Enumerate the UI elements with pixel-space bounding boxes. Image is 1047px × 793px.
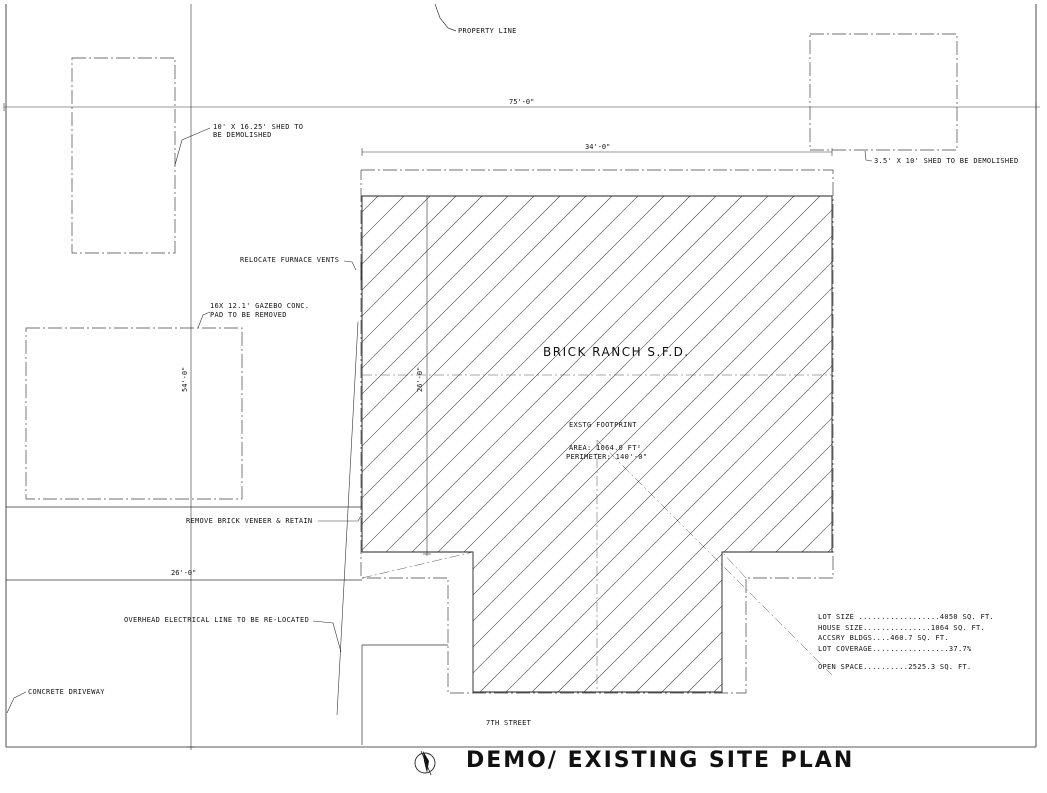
hatch-line (1000, 196, 1047, 692)
property-line-label: PROPERTY LINE (458, 27, 517, 35)
gazebo-label-line2: PAD TO BE REMOVED (210, 311, 287, 319)
lot-size: LOT SIZE ..................4050 SQ. FT. (818, 613, 995, 621)
hatch-line (362, 196, 717, 692)
shed-10x16 (71, 57, 176, 254)
hatch-line (362, 196, 587, 692)
hatch-line (362, 196, 639, 692)
house-label: BRICK RANCH S.F.D. (543, 345, 690, 359)
furnace-leader (343, 260, 357, 271)
house-footprint (361, 195, 833, 693)
site-data-table: LOT SIZE ..................4050 SQ. FT. … (818, 612, 994, 673)
driveway (6, 506, 362, 581)
brick-veneer-leader (318, 515, 362, 522)
hatch-line (0, 196, 14, 692)
lot-width-label: 75'-0" (509, 98, 535, 106)
driveway-width-label: 26'-0" (171, 569, 197, 577)
electrical-line (312, 321, 359, 716)
hatch-line (362, 196, 613, 692)
hatch-line (505, 196, 832, 692)
house-width-label: 34'-0" (585, 143, 611, 151)
house-centerlines (361, 374, 833, 692)
gazebo-leader (197, 311, 211, 329)
hatch-line (362, 196, 665, 692)
gazebo-pad (25, 327, 243, 500)
accessory-buildings: ACCSRY BLDGS....460.7 SQ. FT. (818, 634, 949, 642)
brick-veneer-label: REMOVE BRICK VENEER & RETAIN (186, 517, 313, 525)
hatch-line (0, 196, 118, 692)
open-space: OPEN SPACE..........2525.3 SQ. FT. (818, 663, 972, 671)
hatch-line (609, 196, 832, 692)
gazebo-label-line1: 16X 12.1' GAZEBO CONC. (210, 302, 310, 310)
house-width-dimension (361, 148, 833, 156)
footprint-title: EXSTG FOOTPRINT (569, 421, 637, 429)
hatch-line (362, 196, 769, 692)
shed2-label: 3.5' X 10' SHED TO BE DEMOLISHED (874, 157, 1019, 165)
hatch-line (362, 196, 691, 692)
electrical-label: OVERHEAD ELECTRICAL LINE TO BE RE-LOCATE… (124, 616, 310, 624)
shed1-label-line2: BE DEMOLISHED (213, 131, 272, 139)
hatch-line (362, 196, 743, 692)
hatch-line (362, 196, 795, 692)
walkway (361, 644, 448, 745)
hatch-line (0, 196, 92, 692)
hatch-line (362, 196, 457, 692)
driveway-leader (6, 691, 27, 714)
hatch-line (1026, 196, 1047, 692)
lot-coverage: LOT COVERAGE.................37.7% (818, 644, 972, 653)
house-setback-outline (360, 169, 834, 694)
shed1-leader (174, 127, 211, 166)
hatch-line (362, 196, 535, 692)
hatch-line (479, 196, 832, 692)
lot-depth-label: 54'-0" (181, 366, 189, 392)
house-depth-dimension (423, 195, 431, 556)
drawing-title: DEMO/ EXISTING SITE PLAN (466, 748, 855, 773)
lot-depth-dimension (187, 4, 195, 750)
hatch-line (635, 196, 832, 692)
property-line (434, 3, 457, 32)
north-arrow-icon (414, 750, 436, 776)
house-depth-label: 26'-0" (416, 366, 424, 392)
shed-3x10 (809, 33, 958, 151)
footprint-perimeter: PERIMETER: 140'-0" (566, 453, 648, 461)
house-size: HOUSE SIZE...............1064 SQ. FT. (818, 623, 986, 632)
hatch-line (362, 196, 483, 692)
shed1-label-line1: 10' X 16.25' SHED TO (213, 123, 304, 131)
shed2-leader (864, 150, 873, 162)
hatch-line (401, 196, 832, 692)
hatch-line (557, 196, 832, 692)
hatch-line (0, 196, 66, 692)
furnace-label: RELOCATE FURNACE VENTS (240, 256, 340, 264)
street-label: 7TH STREET (486, 719, 532, 727)
footprint-area: AREA: 1064.0 FT² (569, 444, 642, 452)
hatch-line (362, 196, 561, 692)
driveway-label: CONCRETE DRIVEWAY (28, 688, 105, 696)
lot-width-dimension (3, 103, 1040, 111)
hatch-line (0, 196, 144, 692)
hatch-line (583, 196, 832, 692)
hatch-line (362, 196, 509, 692)
hatch-line (531, 196, 832, 692)
hatch-line (427, 196, 832, 692)
property-boundary (5, 4, 1037, 748)
hatch-line (453, 196, 832, 692)
